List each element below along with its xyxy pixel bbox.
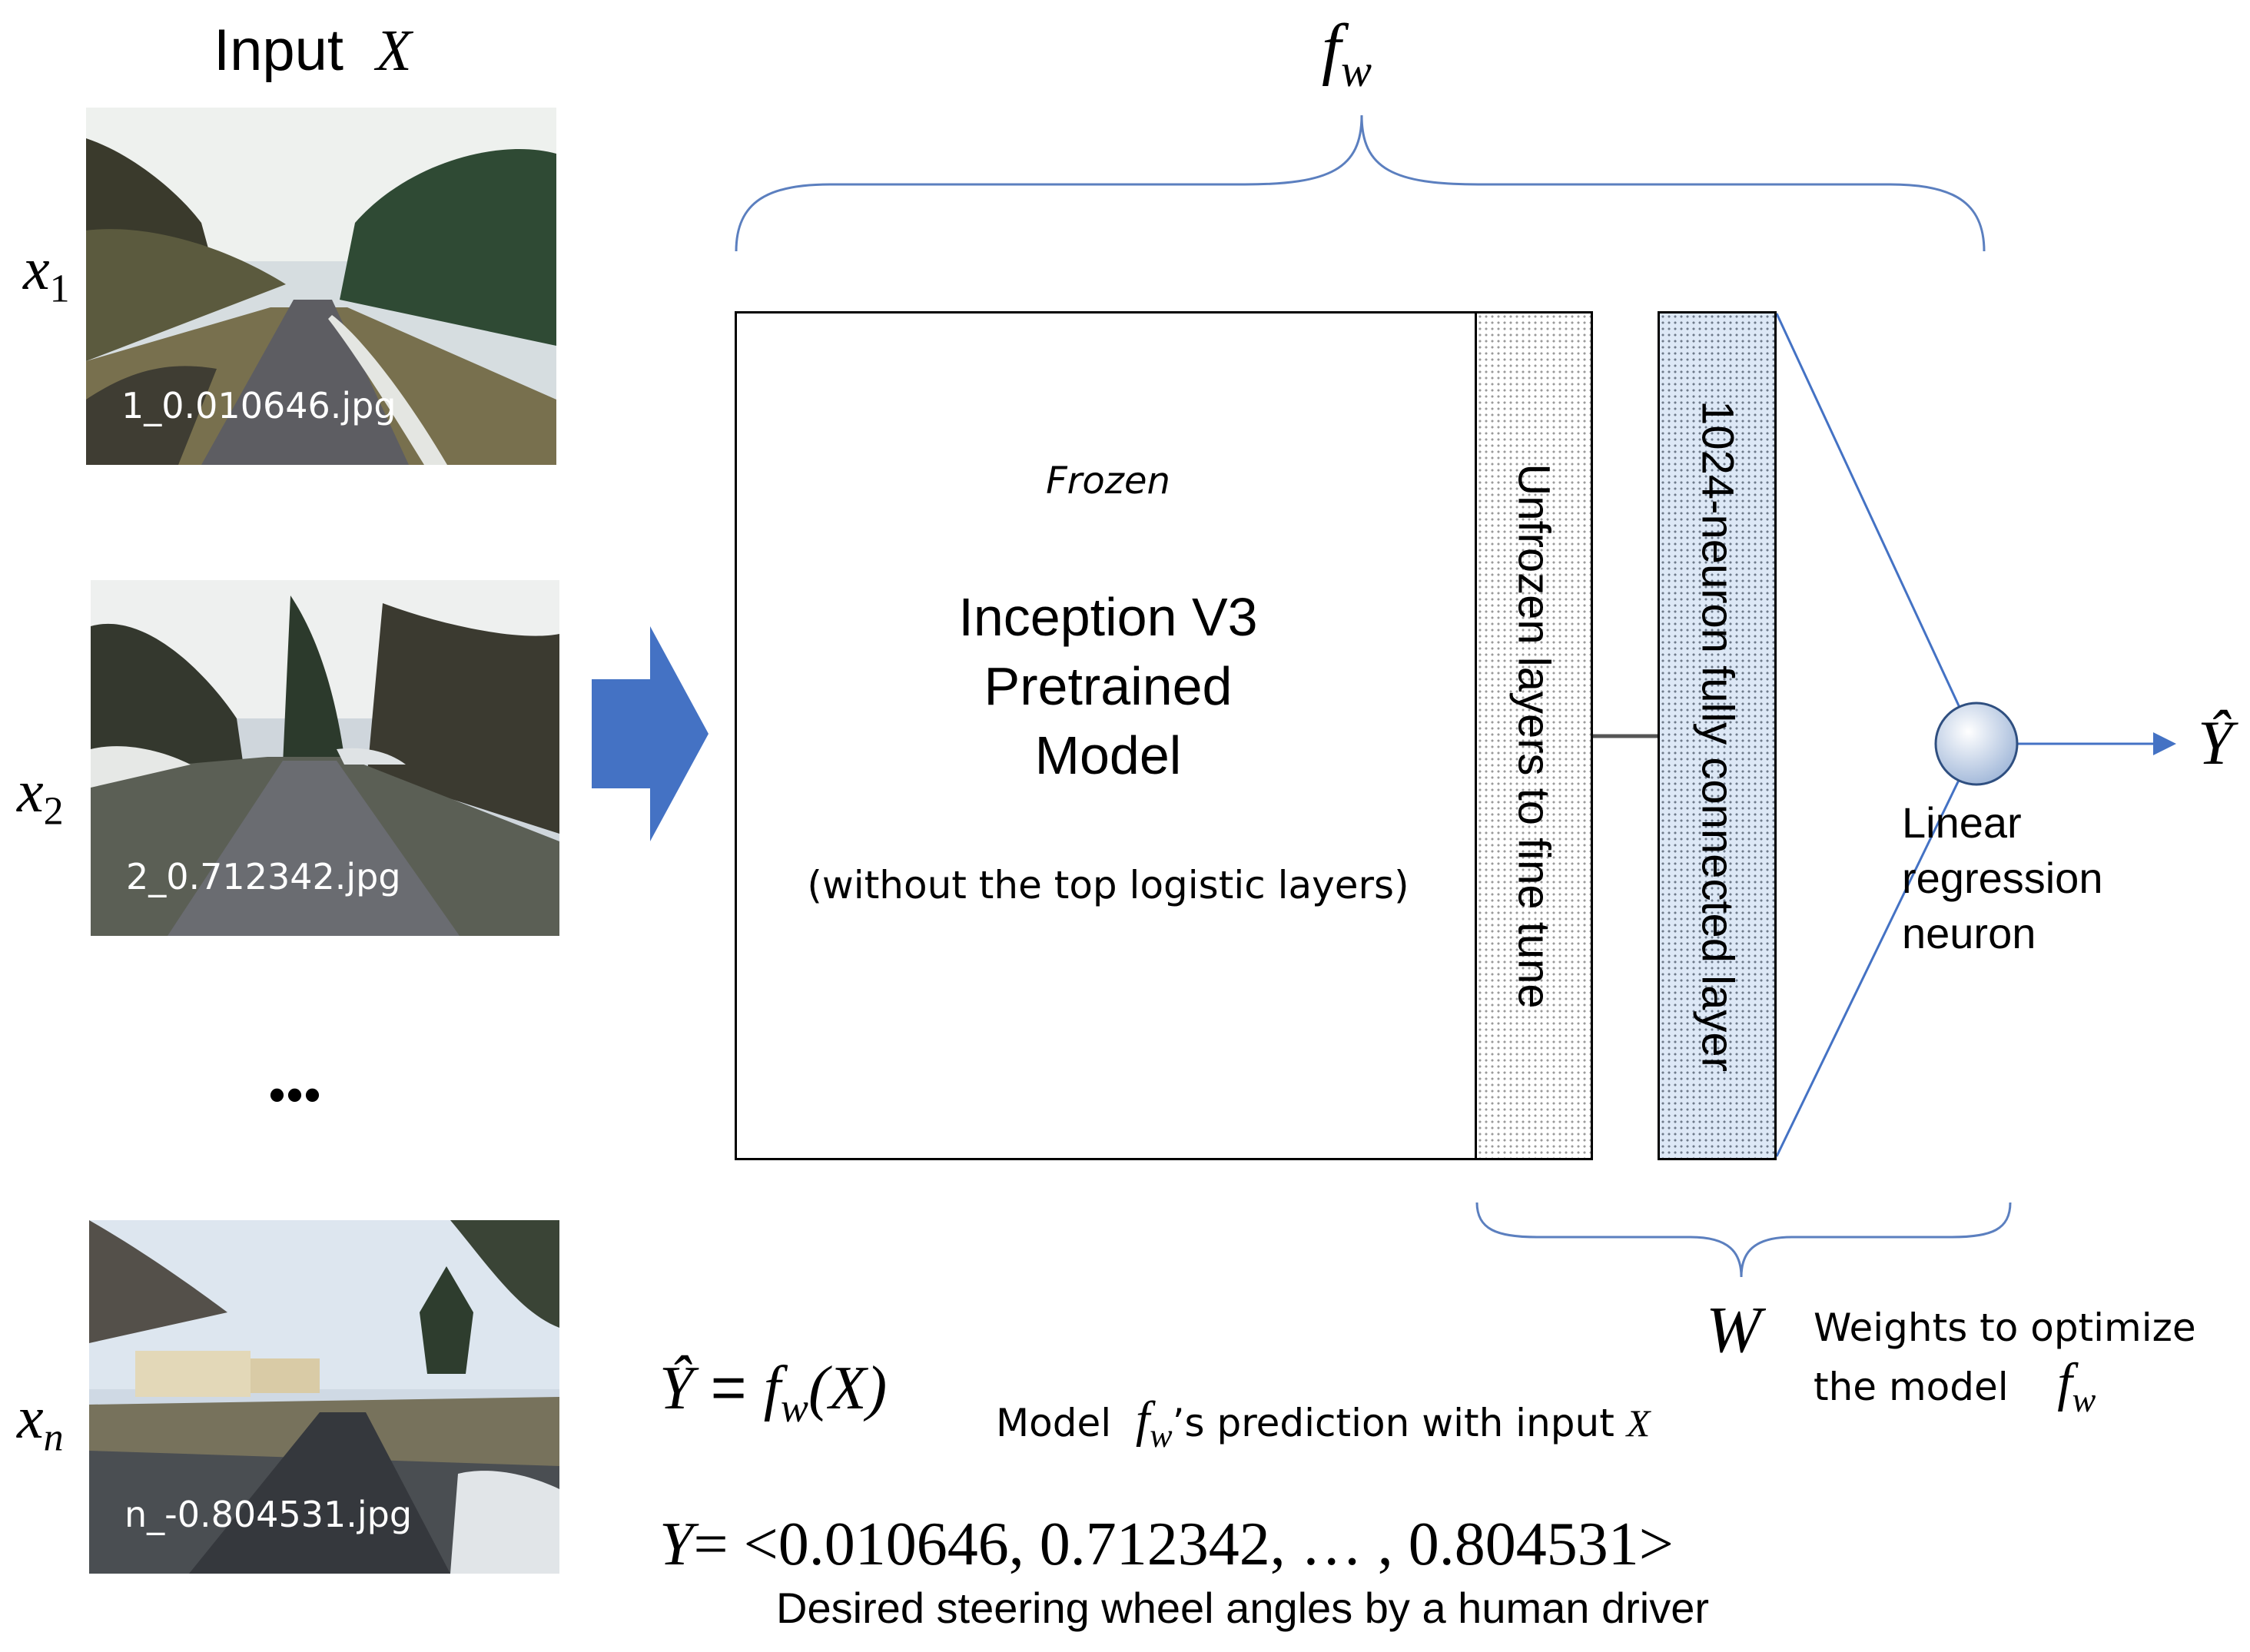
frozen-inception-block: Frozen Inception V3 Pretrained Model (wi… bbox=[735, 311, 1477, 1160]
road-photo-2: 2_0.712342.jpg bbox=[91, 580, 559, 936]
weights-symbol: W bbox=[1706, 1292, 1761, 1366]
dense-layer-block: 1024-neuron fully connected layer bbox=[1658, 311, 1777, 1160]
top-brace bbox=[735, 114, 1986, 252]
image-1-filename: 1_0.010646.jpg bbox=[121, 385, 397, 426]
weights-description: Weights to optimize the model fw bbox=[1814, 1305, 2196, 1419]
road-photo-1: 1_0.010646.jpg bbox=[86, 108, 556, 465]
prediction-description: Model fw’s prediction with input X bbox=[996, 1392, 1651, 1455]
input-symbol: X bbox=[376, 18, 412, 83]
target-caption: Desired steering wheel angles by a human… bbox=[776, 1584, 1709, 1632]
road-photo-n: n_-0.804531.jpg bbox=[89, 1220, 559, 1574]
target-equation: Y= <0.010646, 0.712342, … , 0.804531> bbox=[659, 1511, 1674, 1578]
inception-note: (without the top logistic layers) bbox=[807, 863, 1409, 907]
unfrozen-layers-block: Unfrozen layers to fine tune bbox=[1475, 311, 1593, 1160]
image-1-var: x1 bbox=[23, 235, 70, 311]
image-2-var: x2 bbox=[17, 758, 64, 834]
regression-neuron bbox=[1934, 702, 2019, 786]
neuron-label: Linear regression neuron bbox=[1902, 798, 2103, 957]
input-label: Input X bbox=[214, 18, 412, 83]
function-label: fw bbox=[1322, 11, 1372, 96]
prediction-equation: Ŷ = fw(X) bbox=[659, 1353, 888, 1431]
image-2-filename: 2_0.712342.jpg bbox=[126, 856, 401, 897]
fan-line-top bbox=[1775, 313, 1978, 745]
ellipsis: ••• bbox=[269, 1069, 323, 1120]
inception-title: Inception V3 Pretrained Model bbox=[958, 587, 1258, 785]
unfrozen-layers-label: Unfrozen layers to fine tune bbox=[1508, 463, 1559, 1009]
image-n-filename: n_-0.804531.jpg bbox=[124, 1494, 413, 1535]
image-n-var: xn bbox=[17, 1384, 64, 1460]
fan-line-bottom bbox=[1775, 743, 1978, 1157]
frozen-tag: Frozen bbox=[1046, 459, 1170, 503]
input-arrow bbox=[592, 626, 709, 841]
dense-layer-label: 1024-neuron fully connected layer bbox=[1692, 400, 1742, 1072]
bottom-brace bbox=[1475, 1202, 2012, 1278]
output-symbol: Ŷ bbox=[2198, 708, 2233, 778]
